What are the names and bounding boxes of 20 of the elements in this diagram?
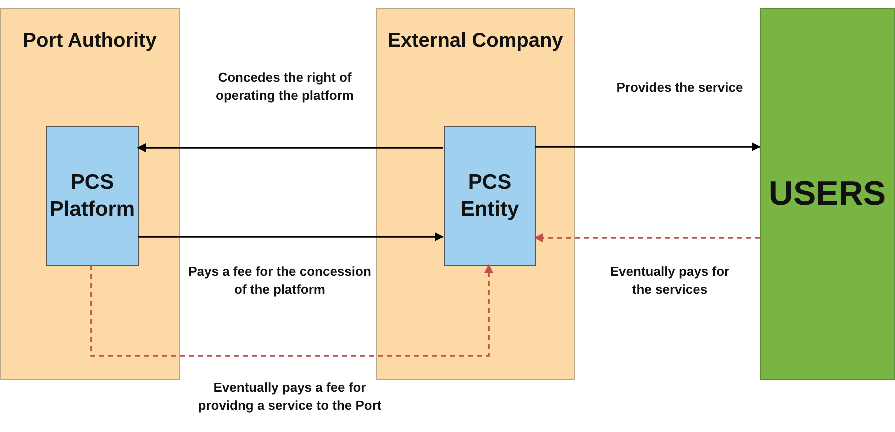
arrow [137,144,443,152]
edge-label: Eventually pays for the services [609,262,731,299]
organization-panel [376,8,575,380]
edge-label: Provides the service [616,78,744,97]
arrow [534,234,760,242]
process-box [444,126,536,266]
arrow [90,264,494,357]
panel-heading: Port Authority [23,29,157,54]
edge-label: Pays a fee for the concession of the platform [188,262,372,299]
panel-heading: External Company [388,29,564,54]
organization-panel [0,8,180,380]
box-label: PCS Entity [460,170,520,223]
edge-label: Concedes the right of operating the platform [215,68,355,105]
arrow [535,142,761,152]
process-box [46,126,139,266]
arrow [138,232,444,242]
users-box [760,8,895,380]
box-label: USERS [768,174,886,214]
edge-label: Eventually pays a fee for providng a service to the Port [197,378,383,415]
box-label: PCS Platform [48,170,136,223]
